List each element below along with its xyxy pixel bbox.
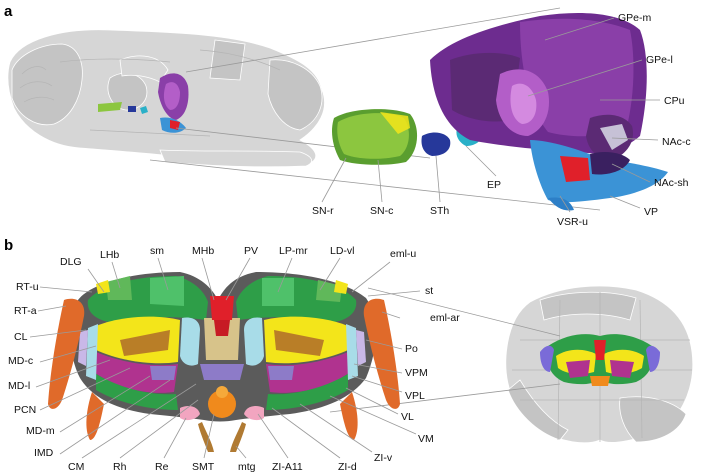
label-rt-a: RT-a [14, 305, 37, 317]
label-pcn: PCN [14, 404, 36, 416]
label-po: Po [405, 343, 418, 355]
label-eml-u: eml-u [390, 248, 416, 260]
projection-line-top [185, 7, 561, 73]
nac-sh-shape [590, 152, 630, 175]
label-vpm: VPM [405, 367, 428, 379]
label-sn-r: SN-r [312, 205, 334, 217]
label-vp: VP [644, 206, 658, 218]
label-re: Re [155, 461, 169, 473]
panel-b-labels: DLG LHb sm MHb PV LP-mr LD-vl eml-u RT-u… [8, 245, 460, 473]
panel-a-labels: GPe-m GPe-l CPu NAc-c NAc-sh VP VSR-u EP… [312, 12, 691, 228]
label-cm: CM [68, 461, 84, 473]
connector-bottom [329, 383, 561, 413]
label-rt-u: RT-u [16, 281, 39, 293]
label-cpu: CPu [664, 95, 685, 107]
label-imd: IMD [34, 447, 54, 459]
label-md-l: MD-l [8, 380, 30, 392]
label-st: st [425, 285, 433, 297]
label-mtg: mtg [238, 461, 256, 473]
gpe-m-shape [510, 83, 537, 124]
label-vsr-u: VSR-u [557, 216, 588, 228]
vp-red-shape [560, 156, 590, 182]
label-md-c: MD-c [8, 355, 33, 367]
label-smt: SMT [192, 461, 215, 473]
projection-line-bottom [149, 159, 601, 211]
label-cl: CL [14, 331, 28, 343]
label-vm: VM [418, 433, 434, 445]
sth-shape [421, 132, 451, 156]
coronal-brain-inset [505, 285, 694, 444]
label-zi-a11: ZI-A11 [272, 461, 303, 473]
label-nac-sh: NAc-sh [654, 177, 689, 189]
label-ld-vl: LD-vl [330, 245, 355, 257]
label-lhb: LHb [100, 249, 119, 261]
label-nac-c: NAc-c [662, 136, 691, 148]
exploded-basal-ganglia [332, 12, 668, 211]
label-eml-ar: eml-ar [430, 312, 460, 324]
label-gpe-m: GPe-m [618, 12, 652, 24]
thalamus-coronal [48, 272, 400, 452]
label-sn-c: SN-c [370, 205, 393, 217]
label-rh: Rh [113, 461, 127, 473]
label-dlg: DLG [60, 256, 82, 268]
label-pv: PV [244, 245, 258, 257]
label-ep: EP [487, 179, 501, 191]
label-vl: VL [401, 411, 414, 423]
rt-left-shape [48, 298, 85, 409]
label-vpl: VPL [405, 390, 425, 402]
panel-b-letter: b [4, 237, 13, 254]
whole-brain-sagittal [7, 29, 325, 168]
label-gpe-l: GPe-l [646, 54, 673, 66]
panel-a-letter: a [4, 3, 13, 20]
rt-right-shape [363, 298, 400, 409]
label-zi-v: ZI-v [374, 452, 393, 464]
label-mhb: MHb [192, 245, 214, 257]
connector-top [367, 287, 561, 337]
label-sm: sm [150, 245, 164, 257]
label-lp-mr: LP-mr [279, 245, 308, 257]
label-zi-d: ZI-d [338, 461, 357, 473]
label-sth: STh [430, 205, 449, 217]
label-md-m: MD-m [26, 425, 55, 437]
